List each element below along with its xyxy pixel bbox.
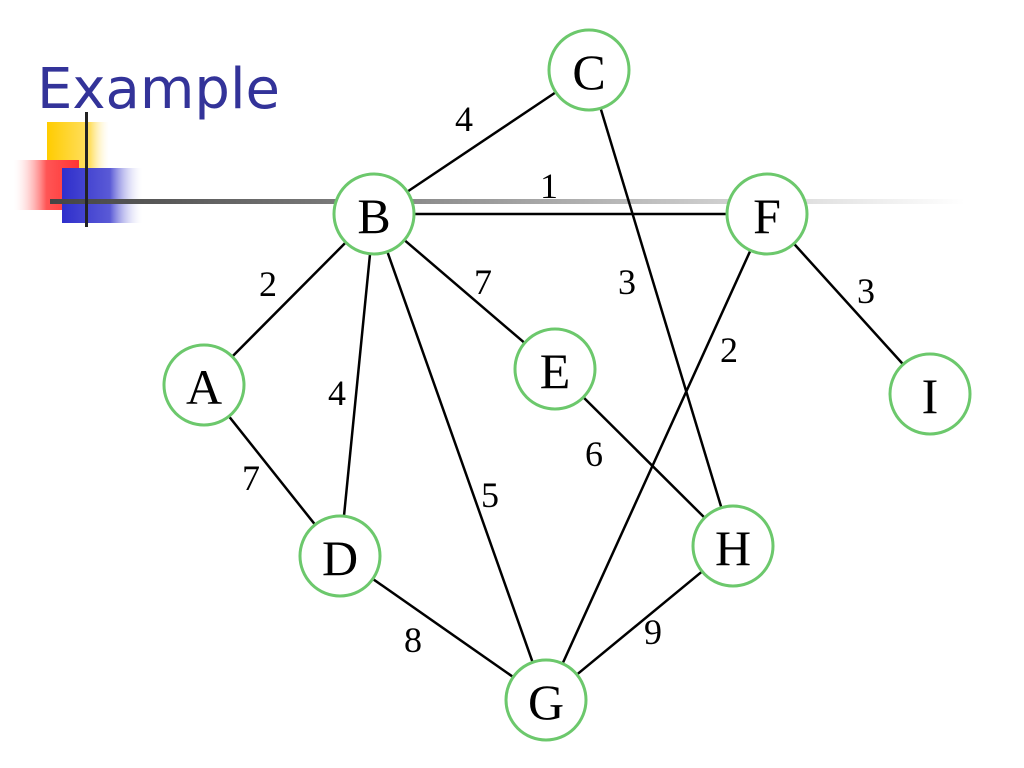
node-i: I <box>888 352 972 436</box>
node-label-b: B <box>357 188 390 244</box>
edge-d-g <box>372 577 514 679</box>
node-g: G <box>504 658 588 742</box>
node-label-e: E <box>540 343 571 399</box>
node-circle-d <box>298 514 382 598</box>
edge-e-h <box>582 396 706 519</box>
node-circle-b <box>332 172 416 256</box>
edge-g-h <box>576 570 703 676</box>
graph-edges: 4 1 2 4 7 5 7 3 2 3 6 8 9 <box>227 91 905 679</box>
edge-c-h <box>599 107 723 509</box>
edge-a-d <box>227 415 317 526</box>
node-b: B <box>332 172 416 256</box>
graph-nodes: A B C D E F G H I <box>162 28 972 742</box>
node-circle-g <box>504 658 588 742</box>
edge-weight-c-h: 3 <box>618 262 636 302</box>
node-label-a: A <box>186 359 222 415</box>
edge-a-b <box>231 241 347 358</box>
node-label-i: I <box>922 368 939 424</box>
node-e: E <box>513 327 597 411</box>
edge-weight-b-d: 4 <box>328 373 346 413</box>
title-ornament <box>14 112 965 227</box>
edge-weight-b-c: 4 <box>455 99 473 139</box>
slide-title: Example <box>37 57 280 122</box>
edge-b-d <box>342 253 372 517</box>
edge-b-g <box>386 251 534 663</box>
node-label-d: D <box>322 530 358 586</box>
edge-weight-g-h: 9 <box>644 612 662 652</box>
edge-weight-f-g: 2 <box>720 330 738 370</box>
edge-weight-d-g: 8 <box>404 620 422 660</box>
node-f: F <box>725 172 809 256</box>
node-circle-i <box>888 352 972 436</box>
edge-weight-f-i: 3 <box>857 271 875 311</box>
edge-weight-b-f: 1 <box>540 166 558 206</box>
edge-b-e <box>403 239 526 344</box>
edge-weight-b-e: 7 <box>474 262 492 302</box>
node-circle-a <box>162 343 246 427</box>
edge-weight-e-h: 6 <box>585 434 603 474</box>
edge-f-g <box>561 249 752 665</box>
edge-b-c <box>406 91 557 193</box>
edge-weight-a-b: 2 <box>259 264 277 304</box>
ornament-vertical-rule <box>85 112 88 227</box>
edge-f-i <box>792 242 905 366</box>
node-label-c: C <box>572 44 605 100</box>
node-label-f: F <box>753 188 781 244</box>
node-a: A <box>162 343 246 427</box>
node-d: D <box>298 514 382 598</box>
node-label-h: H <box>715 520 751 576</box>
ornament-blue-square <box>62 168 142 223</box>
ornament-horizontal-rule <box>50 199 965 204</box>
node-label-g: G <box>528 674 564 730</box>
node-circle-h <box>691 504 775 588</box>
edge-weight-a-d: 7 <box>242 458 260 498</box>
node-c: C <box>547 28 631 112</box>
node-circle-e <box>513 327 597 411</box>
node-h: H <box>691 504 775 588</box>
node-circle-f <box>725 172 809 256</box>
edge-weight-b-g: 5 <box>481 475 499 515</box>
node-circle-c <box>547 28 631 112</box>
